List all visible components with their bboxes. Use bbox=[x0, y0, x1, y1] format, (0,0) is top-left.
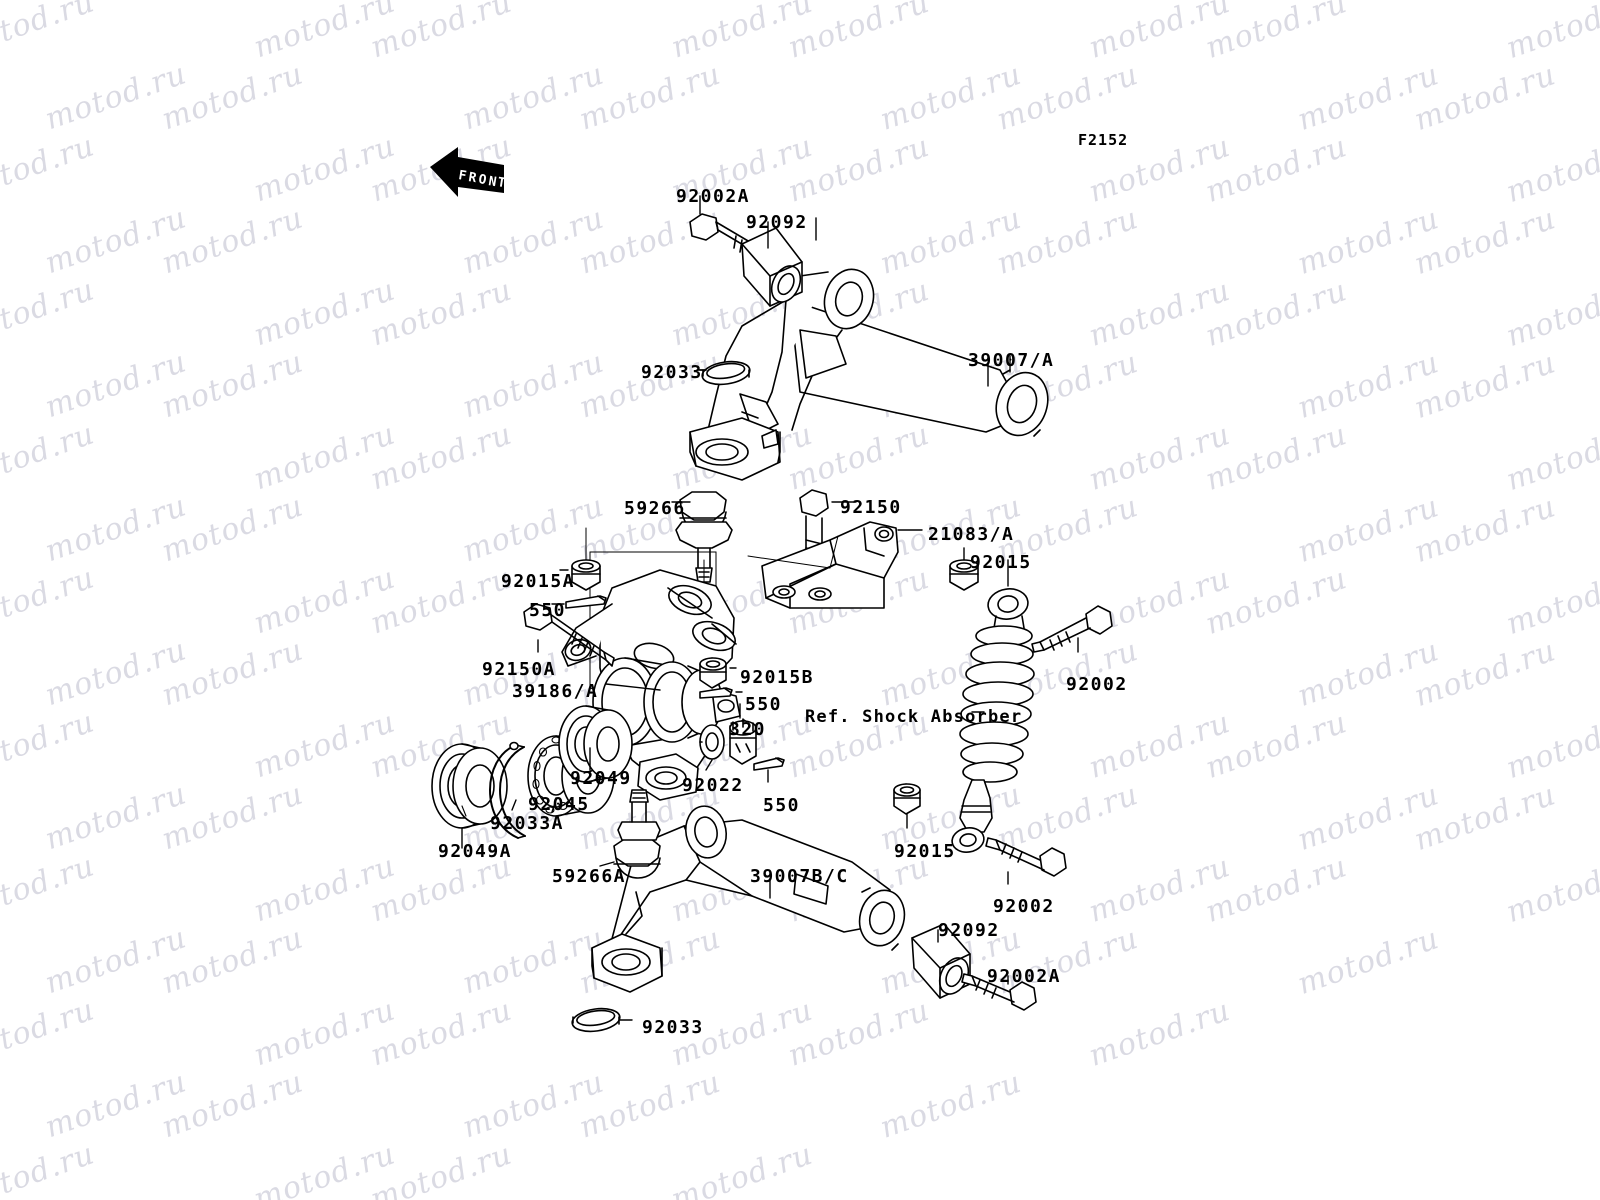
figure-code: F2152 bbox=[1078, 131, 1129, 149]
svg-text:F: F bbox=[457, 168, 467, 184]
callout-part-collar-lower-arm-rear: 92092 bbox=[938, 920, 1000, 941]
cotter-pin-550-lower-drawing bbox=[753, 757, 785, 783]
washer-92022-drawing bbox=[699, 724, 725, 771]
bolt-92002a-lower-drawing bbox=[961, 973, 1037, 1011]
callout-part-ball-joint-upper: 59266 bbox=[624, 498, 686, 519]
svg-text:O: O bbox=[477, 172, 487, 188]
callout-part-upper-control-arm: 39007/A bbox=[968, 350, 1055, 371]
callout-part-bolt-shock-lower: 92002 bbox=[993, 896, 1055, 917]
callout-note-shock-absorber-reference: Ref. Shock Absorber bbox=[805, 707, 1023, 727]
svg-text:T: T bbox=[496, 175, 506, 191]
callout-part-nut-lower-joint: 92015B bbox=[740, 667, 815, 688]
cotter-pin-550-upper-drawing bbox=[551, 595, 607, 609]
nut-92015b-drawing bbox=[699, 657, 737, 689]
shock-absorber-drawing bbox=[951, 588, 1035, 853]
nut-92015a-drawing bbox=[559, 527, 601, 591]
callout-part-bolt-upper-arm-front: 92002A bbox=[676, 186, 751, 207]
callout-part-flange-bolt-bracket: 92150 bbox=[840, 497, 902, 518]
callout-part-oil-seal-outer: 92049A bbox=[438, 841, 513, 862]
bolt-92002-upper-drawing bbox=[1031, 605, 1113, 653]
callout-part-collar-upper-arm-front: 92092 bbox=[746, 212, 808, 233]
callout-part-bolt-lower-arm-rear: 92002A bbox=[987, 966, 1062, 987]
nut-92015-lower-drawing bbox=[893, 783, 921, 829]
collar-92092-top-drawing bbox=[741, 221, 803, 307]
castle-nut-320-drawing bbox=[729, 703, 757, 765]
bracket-21083a-drawing bbox=[761, 521, 923, 609]
callout-part-nut-shock-lower: 92015 bbox=[894, 841, 956, 862]
callout-part-circlip-upper: 92033 bbox=[641, 362, 703, 383]
svg-text:R: R bbox=[467, 170, 477, 186]
callout-part-nut-shock-upper: 92015 bbox=[970, 552, 1032, 573]
callout-part-bracket: 21083/A bbox=[928, 524, 1015, 545]
callout-part-bolt-knuckle: 92150A bbox=[482, 659, 557, 680]
front-direction-arrow: F R O N T bbox=[430, 147, 506, 197]
circlip-92033-upper-drawing bbox=[696, 360, 751, 386]
callout-part-bolt-shock-upper: 92002 bbox=[1066, 674, 1128, 695]
bolt-92002-lower-drawing bbox=[985, 837, 1067, 885]
ball-joint-59266a-drawing bbox=[599, 789, 661, 879]
circlip-92033-lower-drawing bbox=[571, 1007, 633, 1033]
collar-92092-lower-drawing bbox=[911, 923, 971, 999]
steering-knuckle-drawing bbox=[561, 569, 741, 801]
callout-part-castle-nut-upper-joint: 92015A bbox=[501, 571, 576, 592]
callout-part-ball-bearing: 92045 bbox=[528, 794, 590, 815]
svg-text:N: N bbox=[487, 174, 497, 190]
lower-control-arm-drawing bbox=[591, 805, 906, 993]
cotter-pin-550-mid-drawing bbox=[699, 687, 743, 699]
callout-part-circlip-lower: 92033 bbox=[642, 1017, 704, 1038]
callout-part-cotter-pin-hub: 550 bbox=[763, 795, 801, 816]
callout-part-ball-joint-lower: 59266A bbox=[552, 866, 627, 887]
callout-part-castle-nut-hub: 320 bbox=[729, 719, 767, 740]
upper-control-arm-drawing bbox=[689, 268, 1049, 481]
callout-part-washer: 92022 bbox=[682, 775, 744, 796]
callout-part-lower-control-arm: 39007B/C bbox=[750, 866, 849, 887]
ball-joint-59266-drawing bbox=[671, 491, 733, 583]
callout-part-circlip-bearing: 92033A bbox=[490, 813, 565, 834]
leader-lines bbox=[815, 217, 1011, 587]
bolt-92150a-drawing bbox=[523, 603, 615, 667]
callout-part-steering-knuckle: 39186/A bbox=[512, 681, 599, 702]
nut-92015-upper-drawing bbox=[949, 547, 979, 591]
callout-part-cotter-pin-upper: 550 bbox=[529, 600, 567, 621]
callout-part-cotter-pin-lower-joint: 550 bbox=[745, 694, 783, 715]
callout-part-oil-seal: 92049 bbox=[570, 768, 632, 789]
bearing-stack-drawing bbox=[431, 705, 633, 849]
